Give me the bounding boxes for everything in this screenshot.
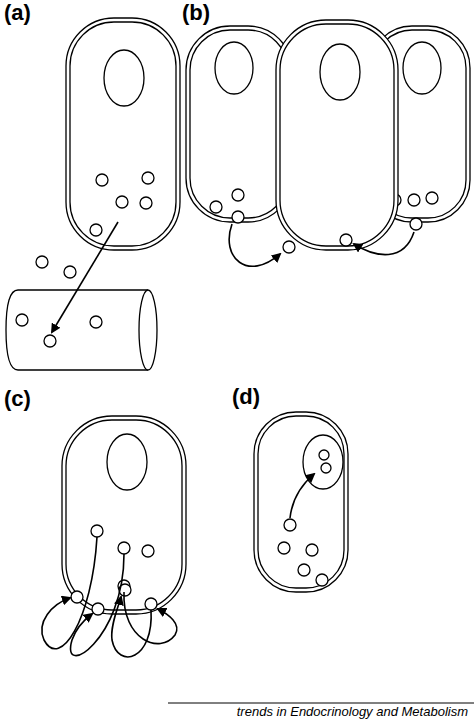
panel-letter: (d) — [232, 384, 260, 410]
journal-credit: trends in Endocrinology and Metabolism — [237, 704, 468, 719]
blood-vessel — [6, 290, 157, 370]
cell — [66, 18, 180, 250]
cell — [62, 416, 186, 614]
cell — [276, 20, 398, 250]
panel-letter: (c) — [4, 386, 31, 412]
panel-letter: (b) — [182, 0, 210, 26]
cell — [254, 412, 348, 592]
panel-letter: (a) — [4, 0, 31, 26]
